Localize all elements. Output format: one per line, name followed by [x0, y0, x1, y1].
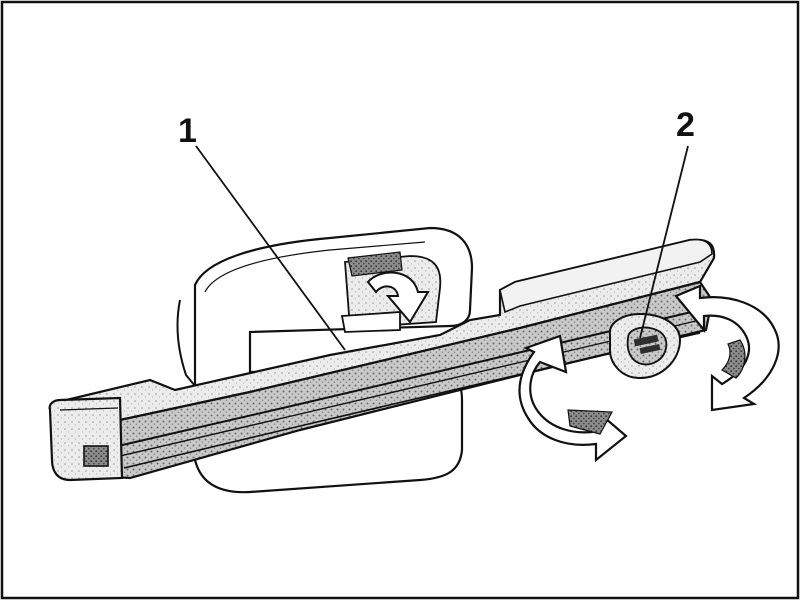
key-slot	[633, 334, 659, 347]
callout-label-1: 1	[178, 112, 197, 150]
rotation-arrow-right-icon	[674, 284, 780, 412]
end-cap-slot	[83, 445, 109, 467]
callout-leader-1	[195, 145, 346, 351]
rotation-arrow-left-icon	[518, 334, 628, 463]
pull-direction-arrow-icon	[340, 271, 430, 333]
callout-label-2: 2	[676, 106, 695, 144]
lock-cylinder	[608, 312, 682, 380]
callout-leader-2	[639, 145, 689, 339]
